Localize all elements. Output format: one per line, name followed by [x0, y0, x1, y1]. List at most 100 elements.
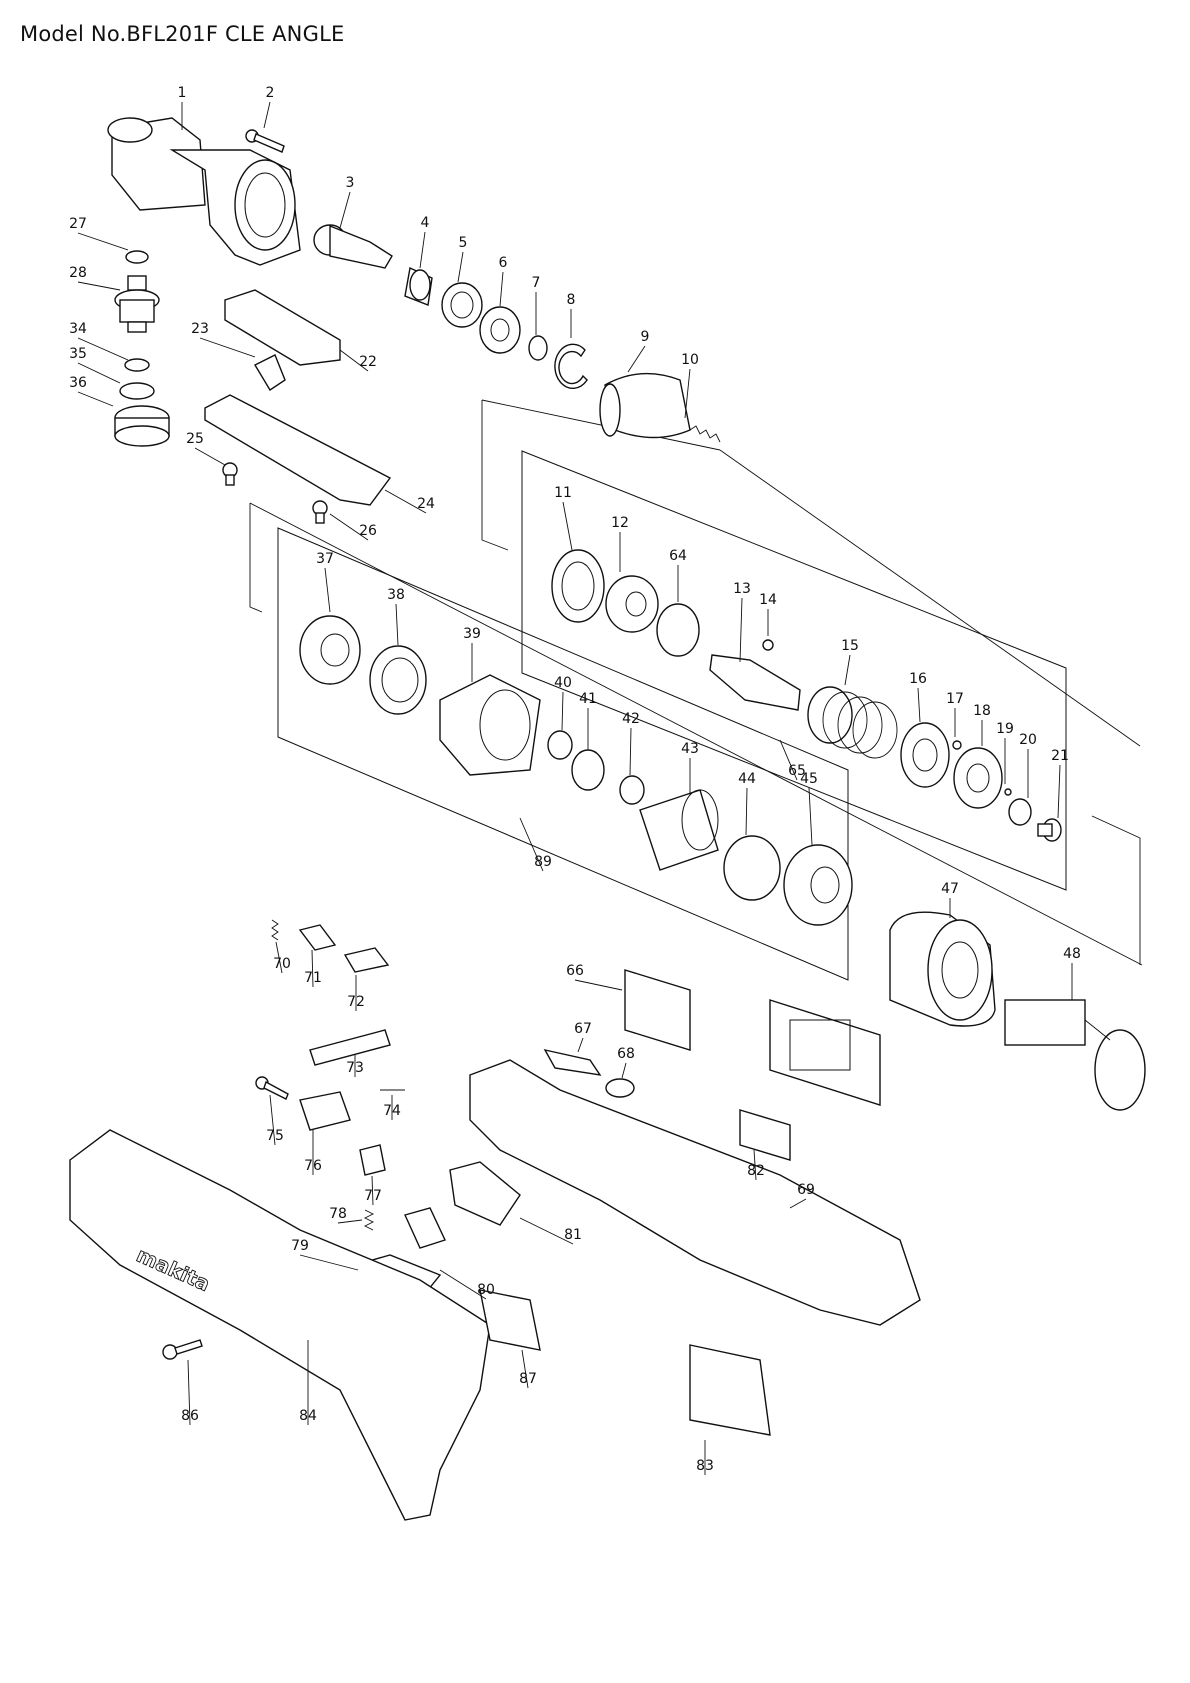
- callout-44: 44: [738, 771, 756, 787]
- callout-7: 7: [532, 275, 541, 291]
- leader-3: [339, 191, 351, 229]
- leader-26: [329, 513, 369, 541]
- part-71-clip: [298, 924, 337, 951]
- callout-34: 34: [69, 321, 87, 337]
- callout-20: 20: [1019, 732, 1037, 748]
- part-78-spring: [363, 1209, 375, 1231]
- part-84-handle-housing: makita: [69, 1129, 491, 1521]
- part-69-housing: [469, 1059, 921, 1326]
- leader-25: [194, 447, 226, 466]
- part-43-ring-gear: [639, 789, 719, 871]
- part-38-bearing: [369, 645, 427, 715]
- callout-25: 25: [186, 431, 204, 447]
- callout-70: 70: [273, 956, 291, 972]
- part-24-bracket: [204, 394, 392, 506]
- callout-78: 78: [329, 1206, 347, 1222]
- leader-21: [1057, 764, 1061, 819]
- callout-9: 9: [641, 329, 650, 345]
- part-16-cam: [900, 722, 950, 788]
- callout-67: 67: [574, 1021, 592, 1037]
- leader-68: [621, 1062, 627, 1079]
- leader-28: [77, 281, 121, 291]
- leader-22: [339, 349, 369, 372]
- part-7-retaining-ring: [528, 335, 548, 361]
- gear-subassembly-frame: [481, 399, 1141, 965]
- part-11-bevel-gear: [551, 549, 605, 623]
- motor-subassembly-frame: [249, 502, 1143, 981]
- part-5-ring: [441, 282, 483, 328]
- part-8-circlip: [554, 343, 588, 389]
- leader-89: [519, 817, 544, 872]
- callout-24: 24: [417, 496, 435, 512]
- leader-82: [753, 1149, 757, 1181]
- leader-10: [684, 368, 691, 419]
- callout-47: 47: [941, 881, 959, 897]
- callout-64: 64: [669, 548, 687, 564]
- leader-75: [269, 1094, 276, 1146]
- part-70-spring: [271, 919, 279, 941]
- callout-89: 89: [534, 854, 552, 870]
- part-26-screw: [312, 500, 328, 524]
- part-35-o-ring: [119, 382, 155, 400]
- callout-66: 66: [566, 963, 584, 979]
- callout-40: 40: [554, 675, 572, 691]
- leader-37: [324, 567, 331, 613]
- callout-3: 3: [346, 175, 355, 191]
- callout-16: 16: [909, 671, 927, 687]
- leader-5: [457, 251, 464, 283]
- callout-35: 35: [69, 346, 87, 362]
- callout-38: 38: [387, 587, 405, 603]
- callout-65: 65: [788, 763, 806, 779]
- part-4-needle-bearing: [404, 266, 433, 306]
- part-14-ball: [762, 639, 774, 651]
- leader-16: [917, 687, 921, 723]
- part-42-gear: [619, 775, 645, 805]
- leader-78: [337, 1219, 363, 1224]
- leader-77: [371, 1175, 374, 1206]
- part-28-shaft-assembly: [114, 275, 160, 333]
- part-34-washer: [124, 358, 150, 372]
- callout-8: 8: [567, 292, 576, 308]
- part-9-sleeve: [599, 372, 691, 439]
- part-15-spring: [807, 686, 898, 759]
- part-25-screw: [222, 462, 238, 486]
- part-64-washer: [656, 603, 700, 657]
- part-37-flange: [299, 615, 361, 685]
- leader-lines: [77, 101, 1073, 1475]
- leader-6: [499, 271, 504, 307]
- leader-23: [199, 337, 256, 358]
- callout-15: 15: [841, 638, 859, 654]
- callout-5: 5: [459, 235, 468, 251]
- part-13-spindle: [709, 654, 801, 711]
- callout-11: 11: [554, 485, 572, 501]
- leader-86: [187, 1359, 191, 1426]
- callout-1: 1: [178, 85, 187, 101]
- callout-28: 28: [69, 265, 87, 281]
- leader-27: [77, 232, 129, 251]
- part-72-switch: [343, 947, 390, 973]
- callout-80: 80: [477, 1282, 495, 1298]
- callout-27: 27: [69, 216, 87, 232]
- callout-48: 48: [1063, 946, 1081, 962]
- callout-23: 23: [191, 321, 209, 337]
- part-21-screw: [1037, 818, 1062, 842]
- leader-70: [275, 941, 283, 974]
- callout-19: 19: [996, 721, 1014, 737]
- callout-45: 45: [800, 771, 818, 787]
- leader-2: [263, 101, 271, 129]
- part-48-rotor: [1004, 999, 1146, 1111]
- callout-12: 12: [611, 515, 629, 531]
- page-title: Model No.BFL201F CLE ANGLE: [20, 22, 345, 46]
- part-87-cover: [479, 1289, 541, 1351]
- callout-36: 36: [69, 375, 87, 391]
- leader-13: [739, 597, 743, 663]
- part-44-washer: [723, 835, 781, 901]
- leader-42: [629, 727, 632, 776]
- callout-22: 22: [359, 354, 377, 370]
- leader-24: [384, 489, 427, 514]
- part-76-block: [299, 1091, 351, 1131]
- part-23-sensor: [254, 354, 286, 391]
- part-18-clutch: [953, 747, 1003, 809]
- callout-10: 10: [681, 352, 699, 368]
